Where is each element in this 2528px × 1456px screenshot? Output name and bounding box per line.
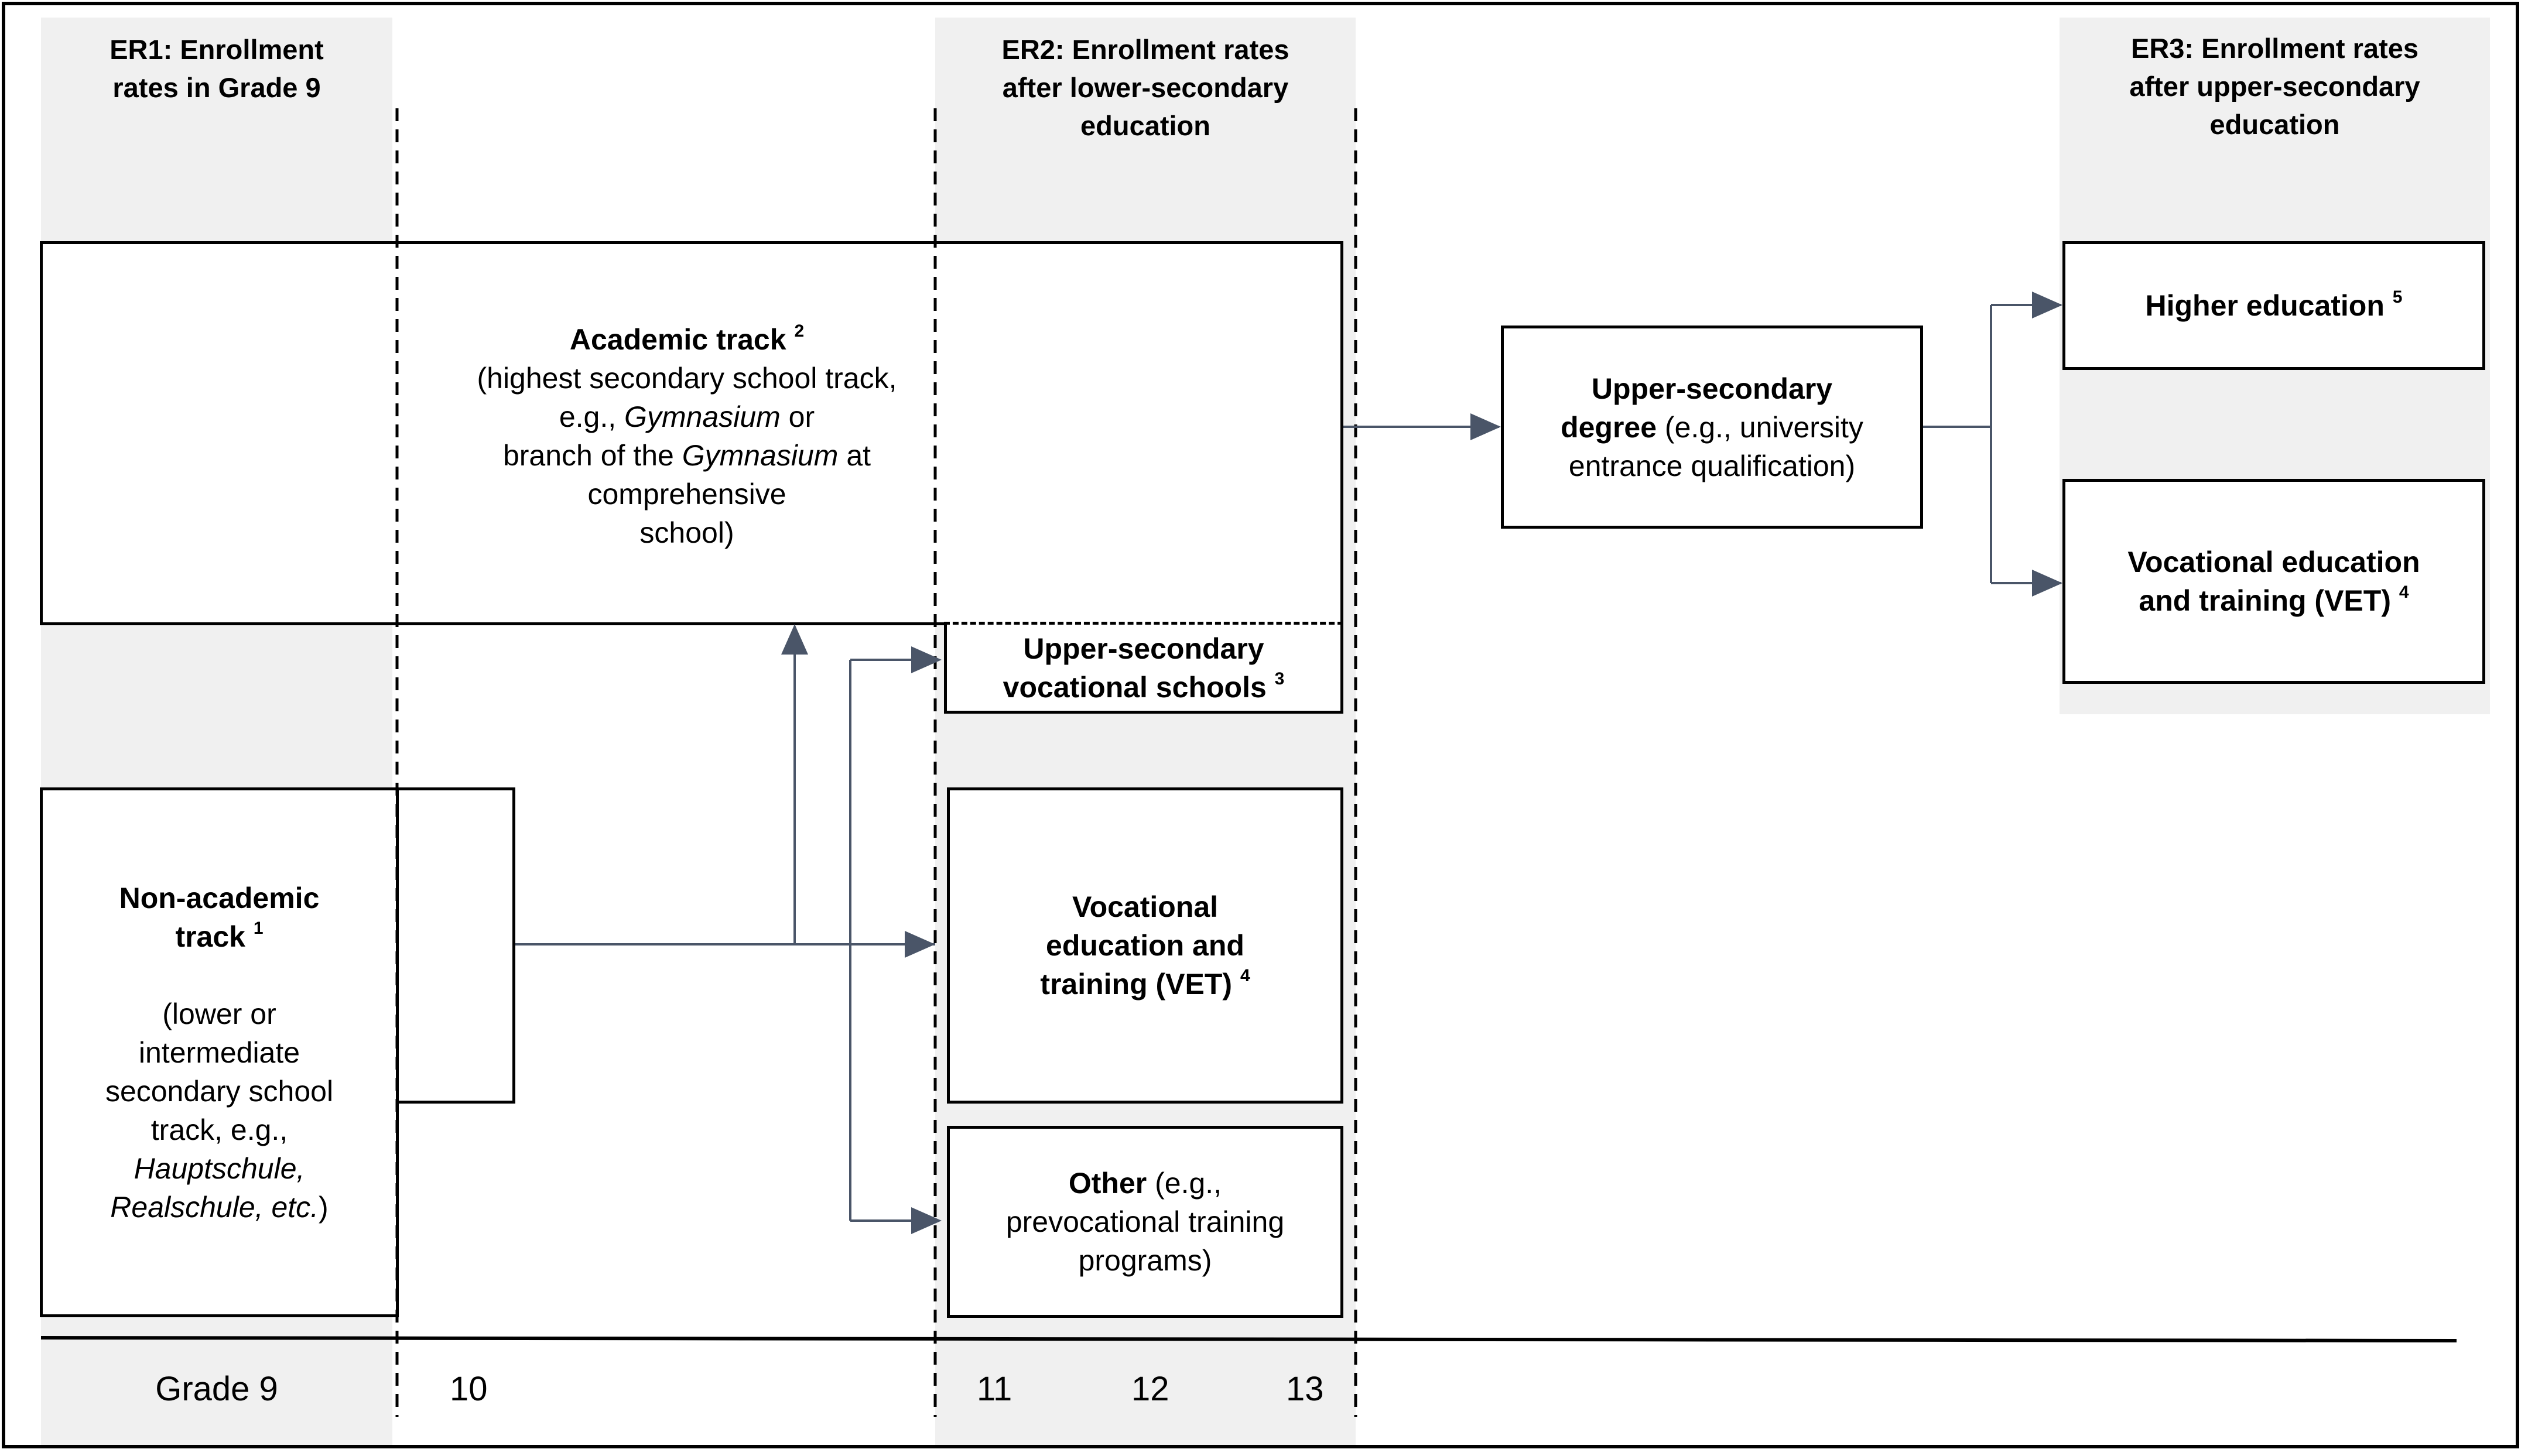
academic-desc-part: at: [838, 439, 871, 472]
footnote-4: 4: [2399, 583, 2409, 602]
er3-header-line: after upper-secondary: [2129, 71, 2420, 102]
grade-label-9: Grade 9: [155, 1370, 278, 1408]
footnote-2: 2: [794, 321, 805, 341]
vet-mid-line1: Vocational: [1072, 890, 1219, 923]
upper-degree-desc: (e.g., university: [1657, 410, 1863, 444]
vet-right-box: Vocational education and training (VET) …: [2062, 479, 2485, 684]
non-academic-desc: Hauptschule,: [134, 1152, 305, 1185]
non-academic-desc: (lower or: [162, 997, 276, 1030]
vet-right-line1: Vocational education: [2127, 546, 2420, 578]
arrowhead: [2032, 292, 2062, 318]
upper-voc-line1: Upper-secondary: [1023, 632, 1264, 665]
grade-label-11: 11: [977, 1370, 1012, 1408]
non-academic-desc: Realschule, etc.: [110, 1190, 319, 1224]
upper-degree-title-2: degree: [1561, 410, 1657, 444]
academic-desc-part: comprehensive: [587, 478, 786, 511]
non-academic-desc: ): [319, 1190, 329, 1224]
academic-desc-part: branch of the: [502, 439, 682, 472]
grade-axis-line: [40, 1336, 2457, 1342]
grade-label-12: 12: [1131, 1370, 1169, 1408]
non-academic-title-2: track: [175, 920, 245, 953]
upper-secondary-vocational-schools-box: Upper-secondary vocational schools 3: [944, 622, 1343, 714]
er2-header-line: after lower-secondary: [1002, 72, 1289, 103]
er2-header-line: ER2: Enrollment rates: [1001, 34, 1289, 65]
upper-secondary-degree-box: Upper-secondary degree (e.g., university…: [1501, 326, 1923, 529]
vet-mid-line2: education and: [1046, 929, 1244, 962]
er1-header-line: ER1: Enrollment: [110, 34, 324, 65]
er2-header-line: education: [1080, 110, 1210, 141]
arrowhead: [781, 624, 808, 655]
academic-track-title: Academic track: [569, 323, 786, 356]
upper-degree-desc: entrance qualification): [1568, 449, 1856, 482]
academic-desc-gymnasium: Gymnasium: [624, 400, 781, 433]
vet-middle-box: Vocational education and training (VET) …: [947, 787, 1343, 1104]
footnote-5: 5: [2392, 287, 2403, 307]
non-academic-extension-box: [396, 787, 515, 1104]
er1-header: ER1: Enrollment rates in Grade 9: [41, 30, 392, 107]
higher-ed-title: Higher education: [2145, 289, 2385, 322]
non-academic-track-box: Non-academic track 1 (lower or intermedi…: [40, 787, 399, 1317]
er3-header-line: education: [2209, 109, 2340, 140]
arrowhead: [911, 646, 942, 673]
academic-desc-part: school): [639, 516, 734, 549]
other-box: Other (e.g., prevocational training prog…: [947, 1126, 1343, 1318]
academic-track-desc: (highest secondary school track,: [477, 362, 897, 395]
er1-header-line: rates in Grade 9: [112, 72, 321, 103]
footnote-4: 4: [1240, 966, 1250, 985]
academic-desc-part: e.g.,: [559, 400, 625, 433]
academic-track-box: Academic track 2 (highest secondary scho…: [40, 241, 1343, 625]
arrowhead: [2032, 570, 2062, 597]
grade-label-13: 13: [1286, 1370, 1324, 1408]
arrowhead: [911, 1207, 942, 1234]
arrowhead: [1470, 413, 1501, 440]
non-academic-title: Non-academic: [119, 881, 320, 914]
grade-label-10: 10: [450, 1370, 488, 1408]
er3-header: ER3: Enrollment rates after upper-second…: [2060, 29, 2490, 143]
academic-desc-gymnasium: Gymnasium: [682, 439, 839, 472]
footnote-1: 1: [253, 918, 264, 938]
er2-header: ER2: Enrollment rates after lower-second…: [935, 30, 1356, 145]
non-academic-desc: track, e.g.,: [150, 1113, 288, 1146]
er3-header-line: ER3: Enrollment rates: [2130, 33, 2419, 64]
vet-mid-line3: training (VET): [1040, 968, 1233, 1001]
upper-voc-line2: vocational schools: [1003, 670, 1267, 704]
arrowhead: [905, 931, 935, 958]
other-title: Other: [1068, 1167, 1147, 1200]
academic-desc-part: or: [780, 400, 815, 433]
vet-right-line2: and training (VET): [2139, 584, 2391, 617]
footnote-3: 3: [1274, 669, 1285, 688]
non-academic-desc: secondary school: [105, 1074, 334, 1108]
higher-education-box: Higher education 5: [2062, 241, 2485, 370]
other-desc: programs): [1078, 1244, 1212, 1277]
non-academic-desc: intermediate: [138, 1036, 300, 1069]
other-desc: prevocational training: [1005, 1205, 1285, 1238]
upper-degree-title: Upper-secondary: [1591, 372, 1833, 405]
other-desc: (e.g.,: [1147, 1167, 1222, 1200]
